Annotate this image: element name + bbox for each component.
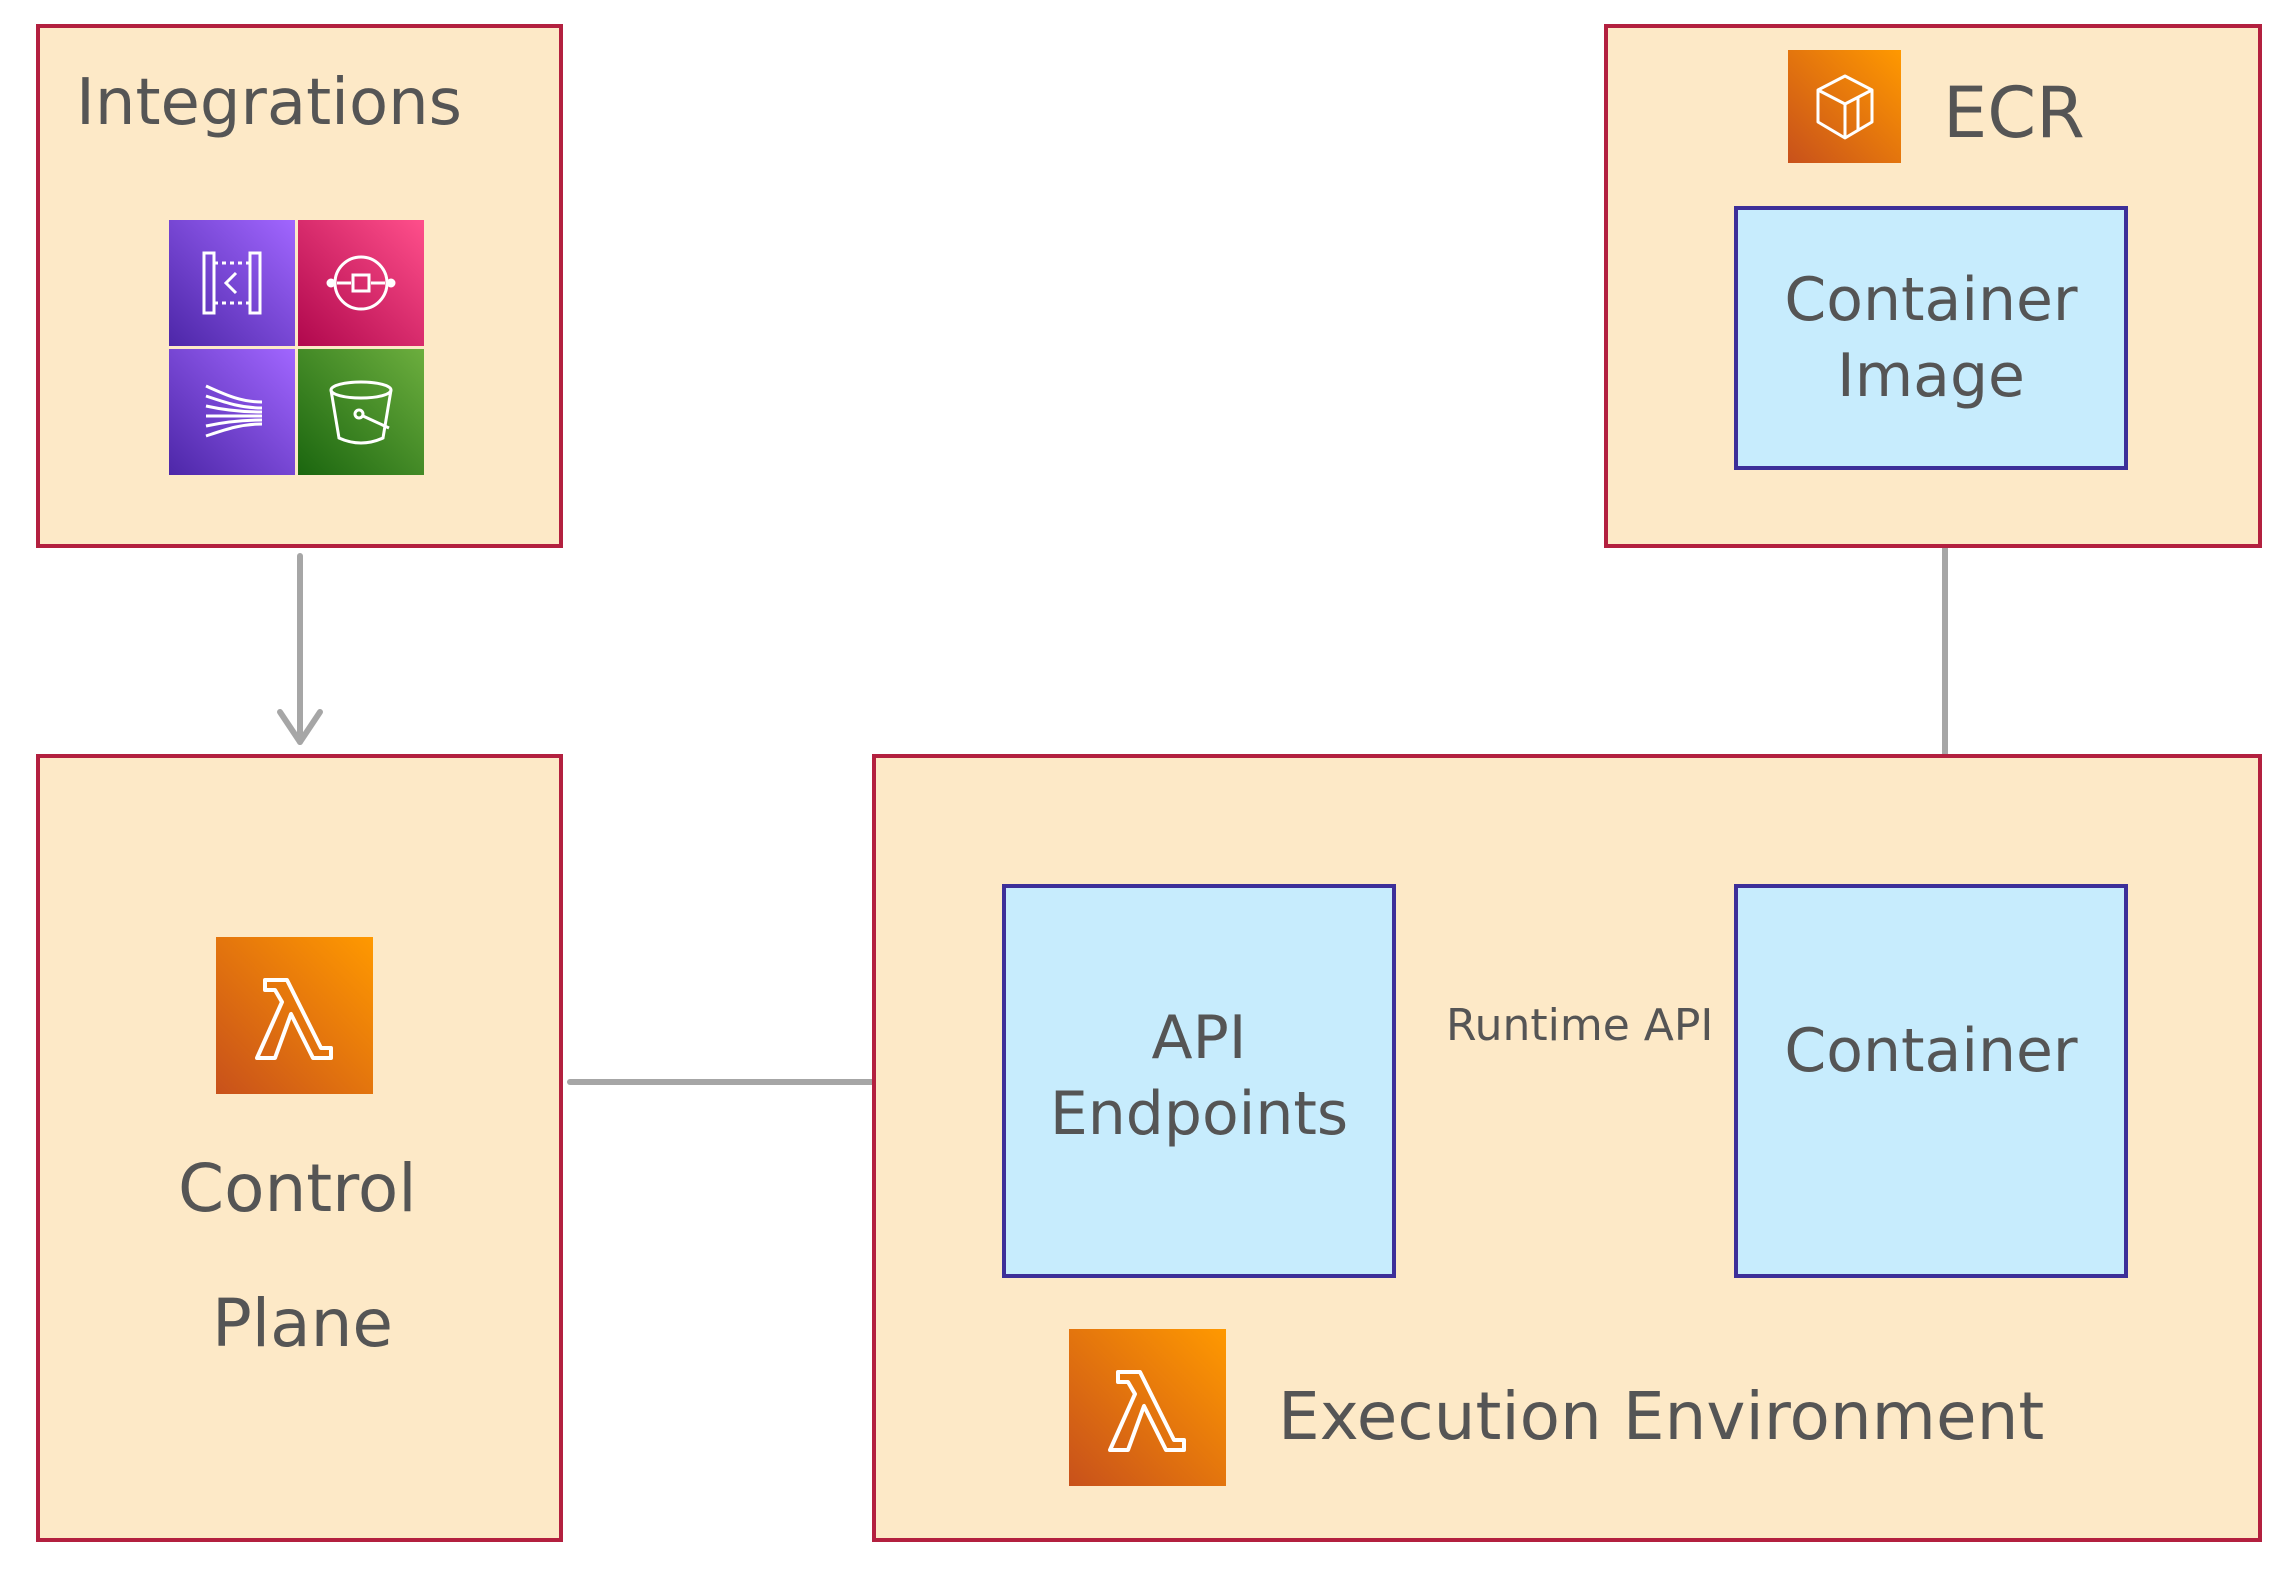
- control-plane-label-line2: Plane: [212, 1285, 394, 1362]
- s3-bucket-icon: [298, 349, 424, 475]
- container-label: Container: [1784, 1016, 2078, 1086]
- lambda-icon: [216, 937, 373, 1094]
- container-box: Container: [1734, 884, 2128, 1278]
- integrations-title: Integrations: [76, 66, 462, 140]
- api-endpoints-label-line2: Endpoints: [1049, 1079, 1349, 1149]
- lambda-icon: [1069, 1329, 1226, 1486]
- api-endpoints-label-line1: API: [1151, 1003, 1247, 1073]
- ecr-icon: [1788, 50, 1901, 163]
- arrow-integrations-to-control-plane: [277, 553, 323, 745]
- container-image-label-line2: Image: [1837, 341, 2025, 411]
- sqs-icon: [298, 220, 424, 346]
- api-gateway-icon: [169, 220, 295, 346]
- execution-environment-title: Execution Environment: [1278, 1378, 2045, 1455]
- container-image-label-line1: Container: [1784, 265, 2078, 335]
- control-plane-label-line1: Control: [178, 1150, 417, 1227]
- kinesis-icon: [169, 349, 295, 475]
- control-plane-box: [36, 754, 563, 1542]
- runtime-api-label: Runtime API: [1446, 1000, 1714, 1051]
- container-image-box: Container Image: [1734, 206, 2128, 470]
- ecr-title: ECR: [1943, 72, 2085, 154]
- api-endpoints-box: API Endpoints: [1002, 884, 1396, 1278]
